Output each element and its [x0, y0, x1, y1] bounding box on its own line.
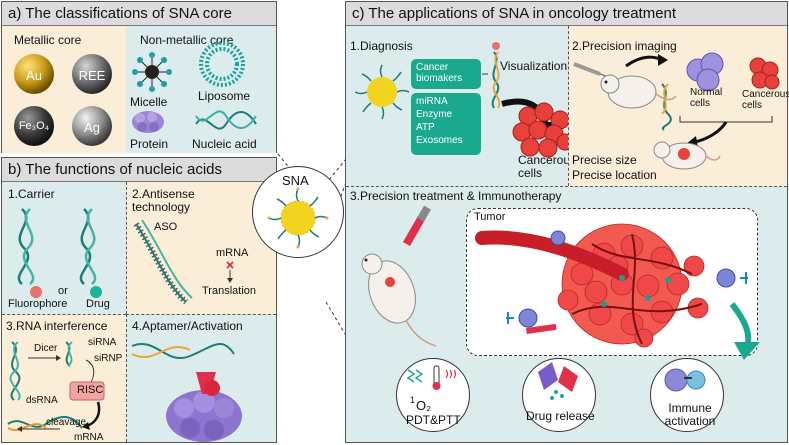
- dsrna-label: dsRNA: [26, 395, 58, 406]
- pdt-ptt-icon: [406, 365, 457, 390]
- analyte-3: ATP: [416, 122, 435, 133]
- precise-location-label: Precise location: [572, 168, 657, 182]
- imaging-helix-icon: [661, 83, 672, 131]
- drug-release-circle: [522, 358, 596, 432]
- immune-activation-label: Immune activation: [664, 401, 716, 428]
- panel-b-header: b) The functions of nucleic acids: [2, 158, 276, 182]
- aptamer-diagram: [131, 343, 242, 442]
- panel-a-header: a) The classifications of SNA core: [2, 2, 276, 26]
- tumor-illustration: [475, 223, 748, 348]
- carrier-markers: [30, 286, 102, 298]
- drug-release-label: Drug release: [526, 409, 595, 423]
- drug-release-icon: [538, 362, 578, 400]
- core-ag-label: Ag: [84, 120, 100, 135]
- cancerous-cells-diag-label: Cancerous cells: [518, 153, 577, 180]
- panel-c: c) The applications of SNA in oncology t…: [345, 1, 789, 443]
- translation-label: Translation: [202, 285, 257, 297]
- sirna-label: siRNA: [88, 337, 117, 348]
- imaging-cells-icon: [686, 52, 780, 92]
- risc-box: [69, 381, 105, 401]
- core-ree-label: REE: [78, 68, 106, 83]
- tumor-label: Tumor: [474, 211, 506, 223]
- micelle-icon: [132, 52, 172, 92]
- core-fe3o4-label: Fe₃O₄: [18, 120, 50, 132]
- carrier-helices: [17, 208, 97, 285]
- ree-sphere: [72, 54, 112, 94]
- biomarker-box: [411, 59, 481, 89]
- antisense-title: 2.Antisense technology: [132, 187, 195, 214]
- immune-arrow-icon: [729, 302, 760, 360]
- diagnosis-sna-icon: [354, 64, 410, 120]
- analyte-2: Enzyme: [416, 109, 453, 120]
- nonmetallic-icons: [132, 41, 257, 133]
- panel-a: a) The classifications of SNA core Metal…: [1, 1, 277, 153]
- metallic-spheres: [14, 54, 112, 146]
- fe3o4-sphere: [14, 106, 54, 146]
- aptamer-title: 4.Aptamer/Activation: [132, 319, 243, 333]
- imaging-title: 2.Precision imaging: [572, 39, 677, 53]
- liposome-label: Liposome: [198, 89, 251, 103]
- drug-dot: [90, 286, 102, 298]
- biomarker-text: Cancer biomakers: [416, 62, 463, 84]
- immune-activation-icon: [664, 368, 706, 392]
- mrna-label-b2: mRNA: [216, 247, 249, 259]
- antisense-diagram: [133, 219, 234, 305]
- cancer-cell-cluster-icon: [512, 102, 574, 158]
- sirnp-label: siRNP: [94, 353, 123, 364]
- aso-label: ASO: [154, 221, 178, 233]
- risc-label: RISC: [77, 384, 104, 396]
- precise-size-label: Precise size: [572, 153, 637, 167]
- or-label: or: [58, 285, 68, 297]
- liposome-icon: [199, 41, 245, 87]
- analyte-1: miRNA: [416, 96, 448, 107]
- immune-activation-circle: [650, 358, 724, 432]
- fluorophore-label: Fluorophore: [8, 298, 68, 310]
- diagnosis-title: 1.Diagnosis: [350, 39, 413, 53]
- o2-superscript: 1: [410, 395, 416, 405]
- normal-cells-label: Normal cells: [690, 87, 723, 109]
- protein-label: Protein: [130, 137, 169, 151]
- cross-icon: [226, 261, 234, 269]
- carrier-title: 1.Carrier: [8, 187, 55, 201]
- treatment-mouse-icon: [361, 205, 437, 347]
- panel-b: b) The functions of nucleic acids 1.Carr…: [1, 157, 277, 443]
- cancerous-cells-img-label: Cancerous cells: [742, 89, 789, 111]
- rnai-diagram: [7, 341, 105, 432]
- metallic-core-title: Metallic core: [14, 33, 82, 47]
- nucleic-acid-label: Nucleic acid: [192, 137, 257, 151]
- mrna-label-b3: mRNA: [74, 432, 104, 443]
- cleavage-label: cleavage: [46, 417, 87, 428]
- drug-label: Drug: [86, 298, 110, 310]
- nonmetallic-core-title: Non-metallic core: [140, 33, 234, 47]
- protein-icon: [132, 111, 164, 133]
- visualization-label: Visualization: [500, 59, 568, 73]
- panel-c-header: c) The applications of SNA in oncology t…: [346, 2, 787, 26]
- o2-label: O₂: [416, 398, 432, 413]
- fluorophore-dot: [30, 286, 42, 298]
- core-au-label: Au: [26, 68, 42, 83]
- micelle-label: Micelle: [130, 95, 168, 109]
- imaging-mouse-result-icon: [653, 141, 721, 170]
- pdt-ptt-label: PDT&PTT: [406, 413, 461, 427]
- rnai-area: [2, 314, 126, 442]
- protein-cluster-icon: [166, 390, 242, 442]
- dicer-label: Dicer: [34, 343, 58, 354]
- au-sphere: [14, 54, 54, 94]
- analyte-box: [411, 93, 481, 155]
- rnai-title: 3.RNA interference: [6, 319, 108, 333]
- ag-sphere: [72, 106, 112, 146]
- sna-particle-icon: [267, 187, 329, 249]
- treatment-title: 3.Precision treatment & Immunotherapy: [350, 189, 562, 203]
- analyte-4: Exosomes: [416, 135, 463, 146]
- mouse-imaging-icon: [573, 54, 677, 109]
- sna-label: SNA: [282, 173, 309, 188]
- nucleic-acid-icon: [195, 110, 257, 130]
